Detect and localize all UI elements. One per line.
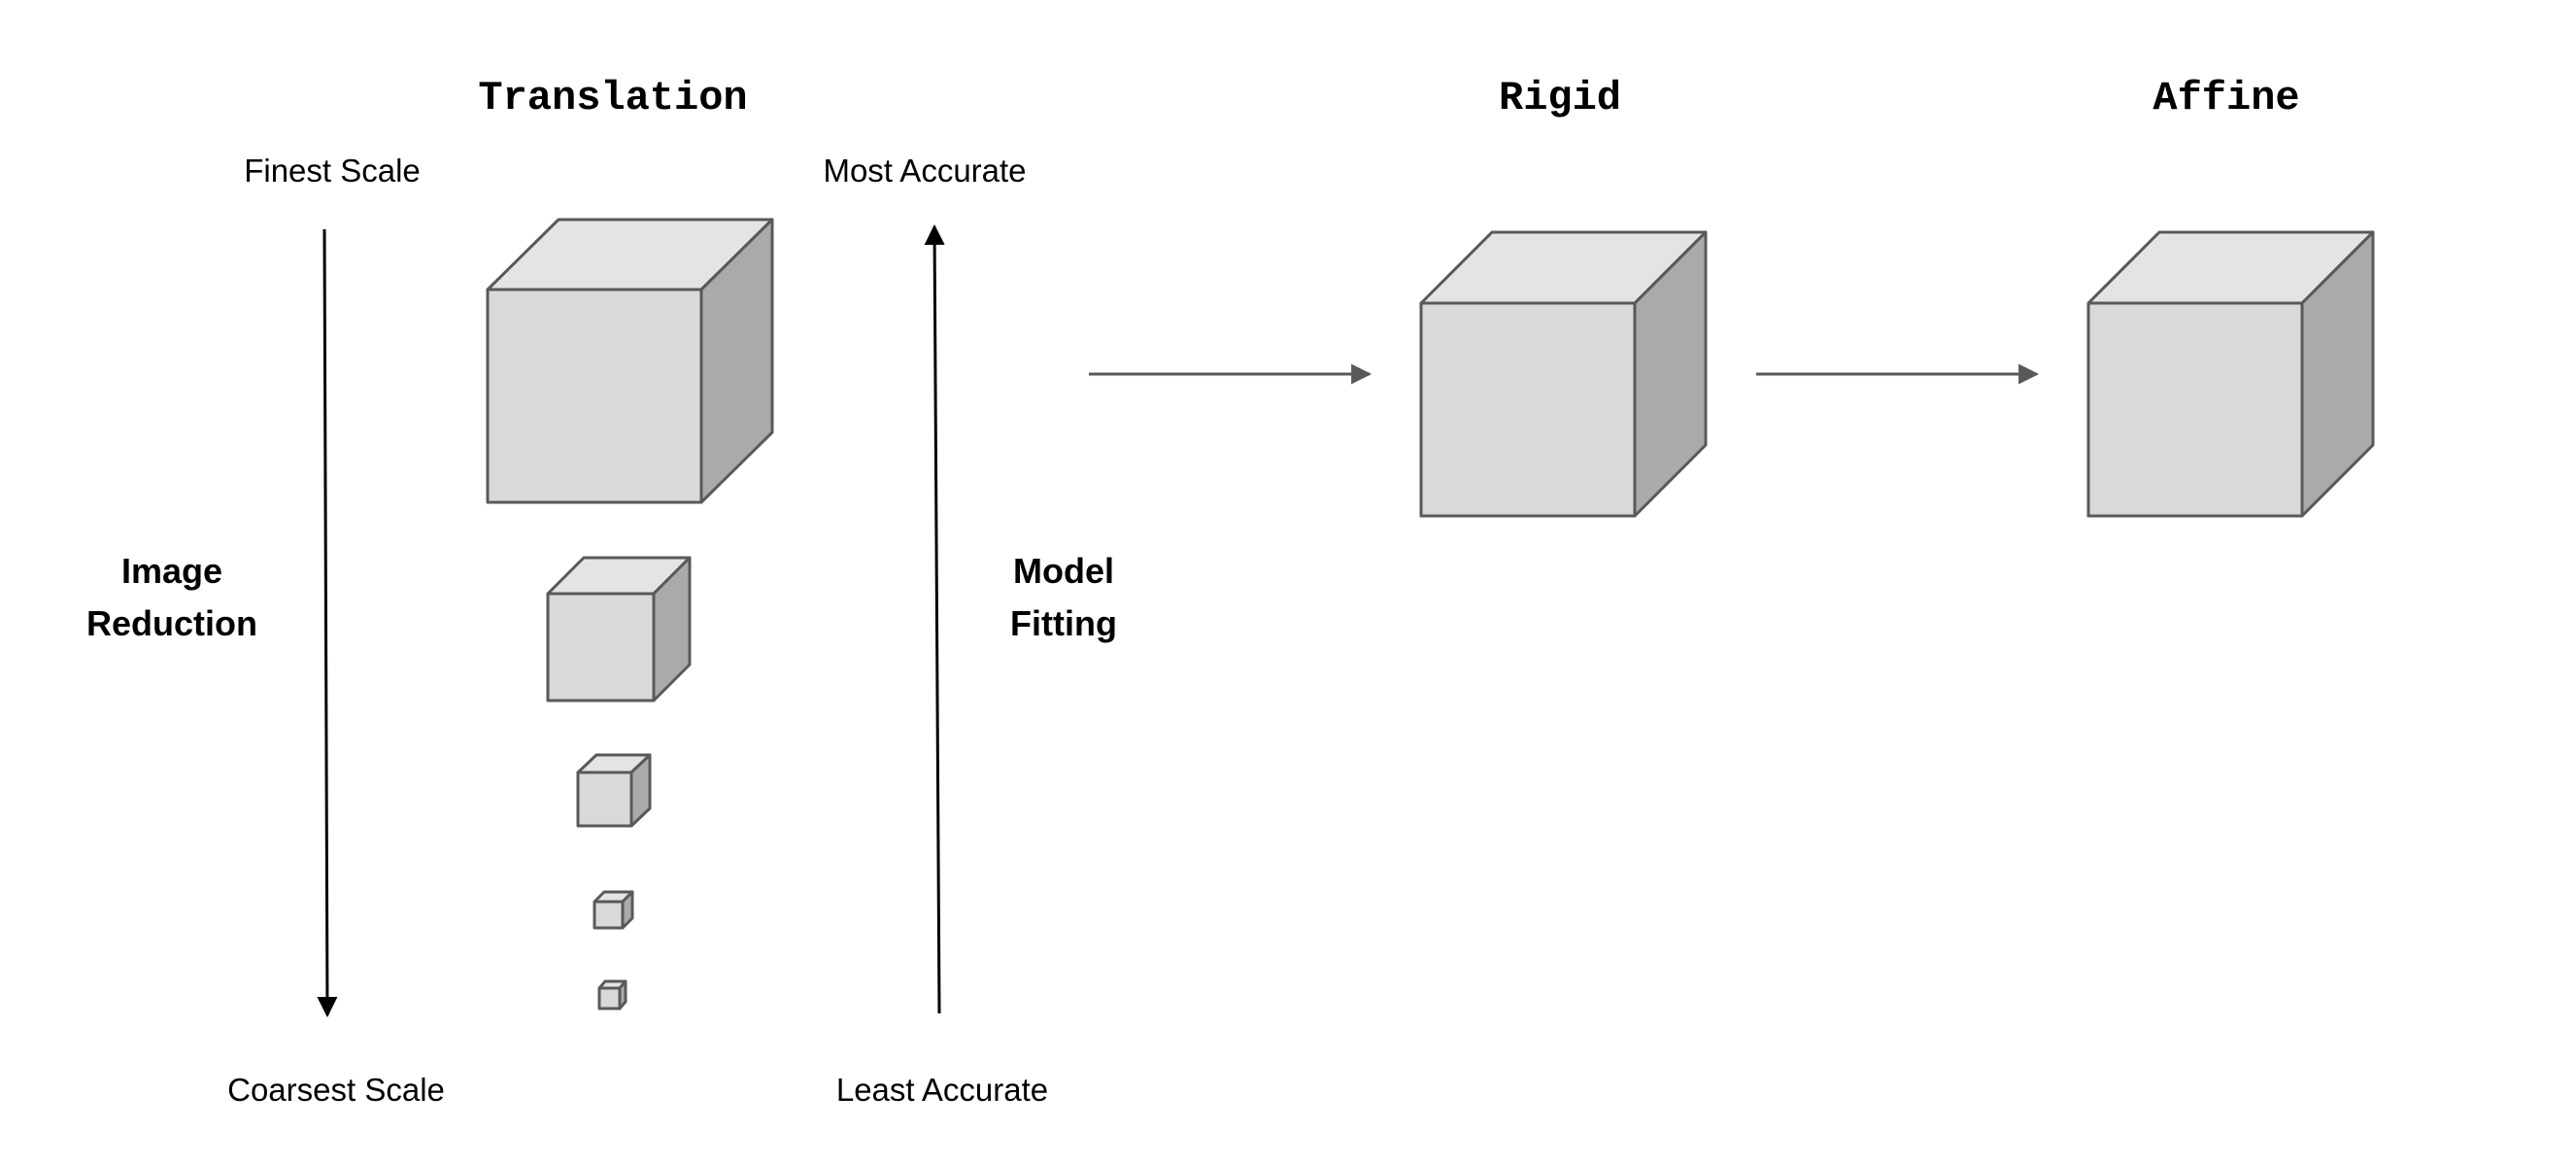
stage-title-translation: Translation (478, 75, 747, 121)
coarsest-scale-label: Coarsest Scale (227, 1072, 445, 1108)
rigid-cube (1419, 230, 1708, 518)
image-reduction-label-line2: Reduction (86, 603, 257, 643)
affine-cube (2086, 230, 2375, 518)
model-fitting-arrow (924, 223, 945, 1014)
model-fitting-label-line1: Model (1013, 551, 1114, 591)
pyramid-cube-level-3 (576, 753, 652, 828)
pyramid-cube-level-4 (593, 890, 634, 930)
most-accurate-label: Most Accurate (823, 153, 1026, 188)
pyramid-cube-level-5 (597, 979, 627, 1010)
model-fitting-label-line2: Fitting (1010, 603, 1117, 643)
pyramid-cube-level-2 (546, 556, 692, 702)
stage-title-rigid: Rigid (1499, 75, 1621, 121)
pyramid-cube-level-1 (486, 218, 774, 504)
stage-title-affine: Affine (2152, 75, 2299, 121)
image-reduction-arrow (317, 228, 338, 1018)
least-accurate-label: Least Accurate (836, 1072, 1048, 1108)
image-reduction-label-line1: Image (121, 551, 222, 591)
finest-scale-label: Finest Scale (244, 153, 421, 188)
